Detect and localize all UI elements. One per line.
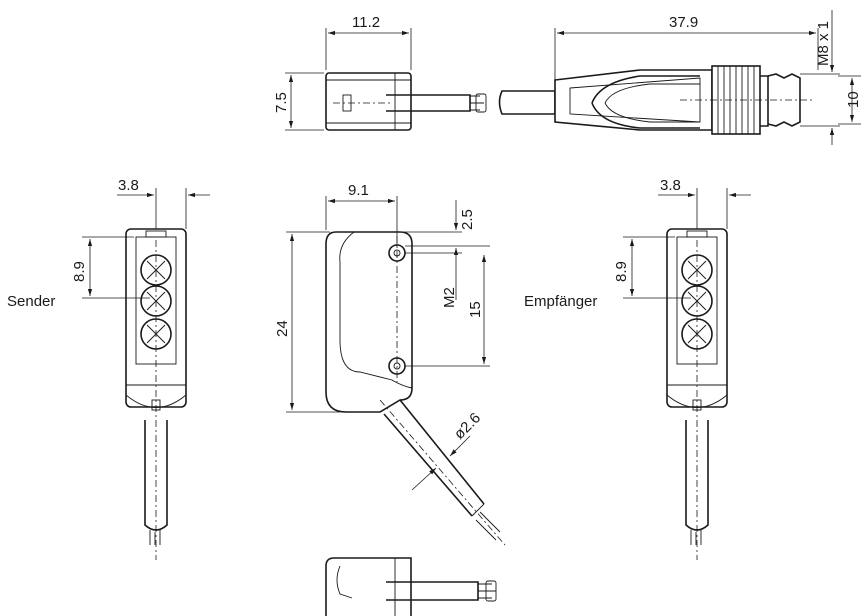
dim-connector-dia-label: 10 <box>845 91 861 108</box>
side-view-sensor <box>325 231 506 546</box>
dim-hole-offset-label: 2.5 <box>459 209 476 230</box>
dim-receiver-width-label: 3.8 <box>660 177 681 194</box>
dim-thread-label: M8 x 1 <box>815 21 832 66</box>
dim-hole-spacing: 15 <box>405 255 490 367</box>
dim-sender-lens-label: 8.9 <box>71 261 88 282</box>
dim-connector-dia: 10 <box>838 75 861 125</box>
dim-hole-offset: 2.5 <box>400 200 490 262</box>
sender-view <box>125 228 187 560</box>
dim-sender-width-label: 3.8 <box>118 177 139 194</box>
dim-top-height: 7.5 <box>273 72 324 131</box>
dim-top-height-label: 7.5 <box>273 92 290 113</box>
dim-cable-dia-label: ø2.6 <box>451 410 484 443</box>
dim-screw-label: M2 <box>441 287 458 308</box>
dim-hole-spacing-label: 15 <box>467 301 484 318</box>
connector-drawing <box>498 65 812 135</box>
dim-center-width-label: 9.1 <box>348 182 369 199</box>
top-view-sensor <box>325 72 487 131</box>
receiver-view <box>666 228 728 560</box>
dim-top-width-label: 11.2 <box>352 14 380 31</box>
bottom-view-sensor <box>325 557 497 616</box>
sender-label: Sender <box>7 293 55 310</box>
dim-connector-length-label: 37.9 <box>669 14 698 31</box>
dim-screw: M2 <box>405 252 462 308</box>
receiver-label: Empfänger <box>524 293 597 310</box>
dim-receiver-lens: 8.9 <box>613 236 691 299</box>
dim-receiver-width: 3.8 <box>658 177 751 229</box>
dim-center-width: 9.1 <box>325 182 398 246</box>
dim-thread: M8 x 1 <box>800 10 840 145</box>
knurl-lines <box>717 66 755 134</box>
dim-sender-lens: 8.9 <box>71 236 150 299</box>
dim-receiver-lens-label: 8.9 <box>613 261 630 282</box>
dim-total-height: 24 <box>274 231 340 413</box>
dim-connector-length: 37.9 <box>554 14 819 86</box>
dim-top-width: 11.2 <box>325 14 412 70</box>
dim-sender-width: 3.8 <box>117 177 210 229</box>
dim-total-height-label: 24 <box>274 320 291 337</box>
